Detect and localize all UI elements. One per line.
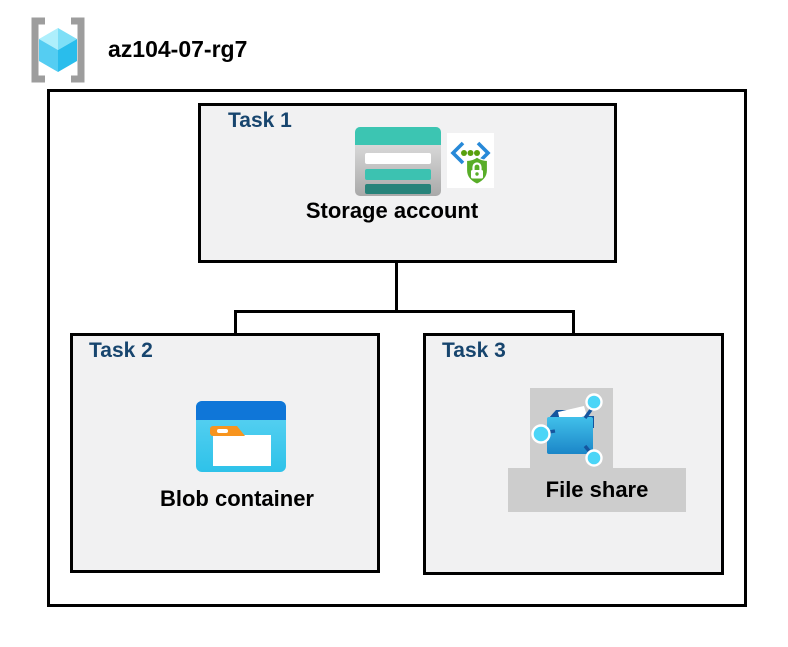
shared-access-signature-icon: [447, 133, 494, 188]
blob-container-icon: [196, 401, 286, 472]
blob-container-label: Blob container: [159, 486, 314, 511]
file-share-icon: [530, 388, 613, 469]
connector-horizontal: [234, 310, 575, 313]
storage-account-label: Storage account: [305, 198, 479, 223]
task-2-title: Task 2: [89, 339, 153, 362]
storage-account-icon: [355, 127, 441, 196]
task-2-box: [70, 333, 380, 573]
page-title: az104-07-rg7: [108, 36, 248, 62]
task-1-title: Task 1: [228, 109, 292, 132]
file-share-label: File share: [508, 468, 686, 512]
connector-storage-stem: [395, 263, 398, 313]
resource-group-icon: [24, 16, 92, 84]
task-3-title: Task 3: [442, 339, 506, 362]
